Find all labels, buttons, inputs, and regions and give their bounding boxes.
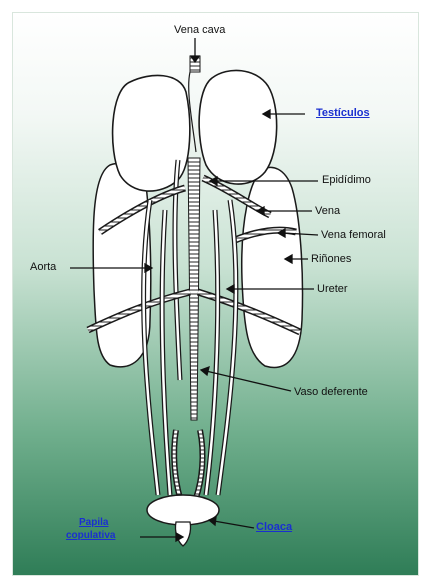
label-aorta: Aorta: [30, 261, 56, 273]
cloaca-organ: [147, 495, 219, 525]
label-rinones: Riñones: [311, 253, 351, 265]
link-cloaca[interactable]: Cloaca: [256, 521, 292, 533]
link-papila-line2[interactable]: copulativa: [66, 530, 115, 541]
label-epididimo: Epidídimo: [322, 174, 371, 186]
label-vena: Vena: [315, 205, 340, 217]
central-vessel: [188, 158, 200, 420]
link-papila-line1[interactable]: Papila: [79, 517, 108, 528]
label-vaso-deferente: Vaso deferente: [294, 386, 368, 398]
right-testis: [199, 70, 277, 184]
right-kidney: [242, 167, 303, 367]
label-vena-cava: Vena cava: [174, 24, 225, 36]
label-vena-femoral: Vena femoral: [321, 229, 386, 241]
link-testiculos[interactable]: Testículos: [316, 107, 370, 119]
label-ureter: Ureter: [317, 283, 348, 295]
